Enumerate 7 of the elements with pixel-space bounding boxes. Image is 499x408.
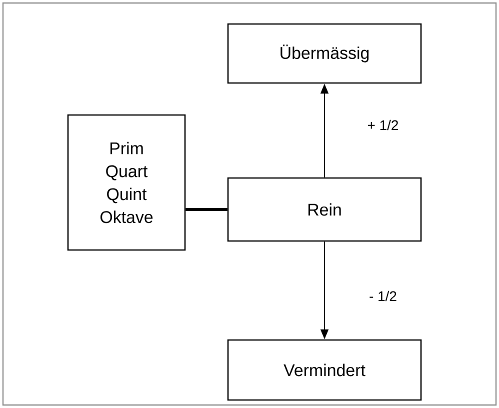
text-box: Prim Quart Quint Oktave [67, 114, 186, 251]
text-box: Vermindert [227, 339, 422, 401]
edge-label: - 1/2 [368, 290, 398, 302]
text-box: Übermässig [227, 23, 422, 84]
text-box: Rein [227, 177, 422, 242]
edge-label: + 1/2 [366, 118, 400, 132]
connector-line [186, 208, 228, 211]
